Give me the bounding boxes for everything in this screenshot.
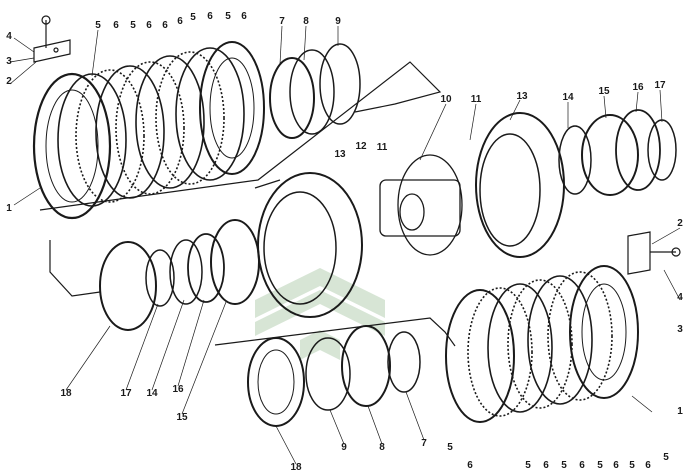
callout-12: 12 — [355, 141, 367, 152]
assembly-outline — [39, 61, 456, 347]
callout-5-bottom-1: 5 — [525, 460, 531, 471]
callout-18-left: 18 — [60, 388, 72, 399]
callout-15-top: 15 — [598, 86, 610, 97]
rings-upper-right — [558, 109, 677, 196]
callout-14-top: 14 — [562, 92, 574, 103]
callout-2-top: 2 — [6, 76, 12, 87]
callout-13-top: 13 — [516, 91, 528, 102]
hub — [379, 154, 463, 256]
callout-6f: 6 — [241, 11, 247, 22]
callout-6b: 6 — [146, 20, 152, 31]
callout-5b: 5 — [130, 20, 136, 31]
callout-7-bottom: 7 — [421, 438, 427, 449]
callout-4-right: 4 — [677, 292, 683, 303]
callout-6-bottom-left: 6 — [467, 460, 473, 471]
callout-6-bottom-4: 6 — [645, 460, 651, 471]
callout-9-bottom: 9 — [341, 442, 347, 453]
callout-11-mid: 11 — [376, 142, 388, 153]
callout-6-bottom-3: 6 — [613, 460, 619, 471]
bracket-lower — [627, 231, 681, 275]
callout-9-top: 9 — [335, 16, 341, 27]
callout-6-bottom-1: 6 — [543, 460, 549, 471]
callout-17-top: 17 — [654, 80, 666, 91]
callout-5-bottom-4: 5 — [629, 460, 635, 471]
callout-6d: 6 — [177, 16, 183, 27]
callout-1-right: 1 — [677, 406, 683, 417]
callout-6e: 6 — [207, 11, 213, 22]
callout-5-bottom-5: 5 — [663, 452, 669, 463]
callout-6-bottom-2: 6 — [579, 460, 585, 471]
callout-3-right: 3 — [677, 324, 683, 335]
bracket-upper — [33, 15, 71, 63]
callout-4-top: 4 — [6, 31, 12, 42]
callout-11-top: 11 — [470, 94, 482, 105]
callout-8-top: 8 — [303, 16, 309, 27]
callout-5c: 5 — [190, 12, 196, 23]
callout-17-left: 17 — [120, 388, 132, 399]
watermark-logo — [255, 268, 385, 360]
rings-middle-left — [99, 219, 260, 331]
callout-5-bottom-left: 5 — [447, 442, 453, 453]
callout-15-left: 15 — [176, 412, 188, 423]
callout-10: 10 — [440, 94, 452, 105]
callout-5d: 5 — [225, 11, 231, 22]
rings-upper — [269, 43, 361, 139]
callout-16-top: 16 — [632, 82, 644, 93]
clutch-pack-lower — [445, 265, 639, 423]
callout-14-left: 14 — [146, 388, 158, 399]
callout-5a: 5 — [95, 20, 101, 31]
piston-upper — [475, 112, 565, 258]
callout-6a: 6 — [113, 20, 119, 31]
callout-3-top: 3 — [6, 56, 12, 67]
callout-5-bottom-2: 5 — [561, 460, 567, 471]
callout-8-bottom: 8 — [379, 442, 385, 453]
callout-7-top: 7 — [279, 16, 285, 27]
callout-1-top: 1 — [6, 203, 12, 214]
callout-6c: 6 — [162, 20, 168, 31]
callout-2-right: 2 — [677, 218, 683, 229]
callout-13-mid: 13 — [334, 149, 346, 160]
callout-16-left: 16 — [172, 384, 184, 395]
clutch-pack-upper — [32, 41, 265, 220]
leader-lines — [9, 25, 681, 465]
callout-5-bottom-3: 5 — [597, 460, 603, 471]
callout-18-bottom: 18 — [290, 462, 302, 473]
